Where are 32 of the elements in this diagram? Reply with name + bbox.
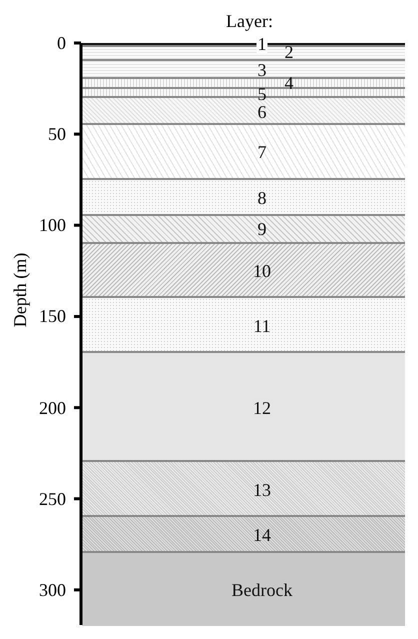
layer-number: 4: [284, 74, 294, 92]
layer-number: 9: [258, 220, 266, 238]
layer-number: 13: [253, 480, 271, 499]
tick-label: 200: [38, 398, 66, 417]
soil-layer: [82, 244, 405, 298]
layer-number: Bedrock: [232, 580, 292, 599]
layer-number: 5: [258, 85, 266, 104]
layer-number: 7: [258, 143, 266, 162]
soil-layer: [82, 180, 405, 216]
tick-label: 300: [38, 580, 66, 599]
layer-number: 2: [284, 43, 294, 62]
tick-label: 50: [47, 125, 66, 144]
soil-layer: [82, 516, 405, 554]
soil-layer: [82, 79, 405, 89]
layer-number: 12: [253, 398, 271, 417]
soil-layer: [82, 462, 405, 517]
soil-layer: [82, 298, 405, 353]
bedrock-layer: [82, 553, 405, 626]
layer-number: 6: [258, 103, 266, 122]
soil-layer: [82, 352, 405, 462]
layer-number: 10: [253, 262, 271, 280]
layer-number: 8: [258, 188, 266, 207]
axis-title: Depth (m): [11, 252, 29, 328]
layer-number: 14: [253, 526, 271, 544]
layer-number: 3: [258, 61, 266, 80]
soil-layer: [82, 216, 405, 244]
column-heading: Layer:: [226, 12, 273, 30]
layer-number: 11: [253, 316, 271, 335]
tick-label: 250: [38, 490, 66, 508]
tick-label: 0: [56, 34, 66, 52]
soil-layer: [82, 125, 405, 180]
tick-label: 100: [38, 216, 66, 234]
